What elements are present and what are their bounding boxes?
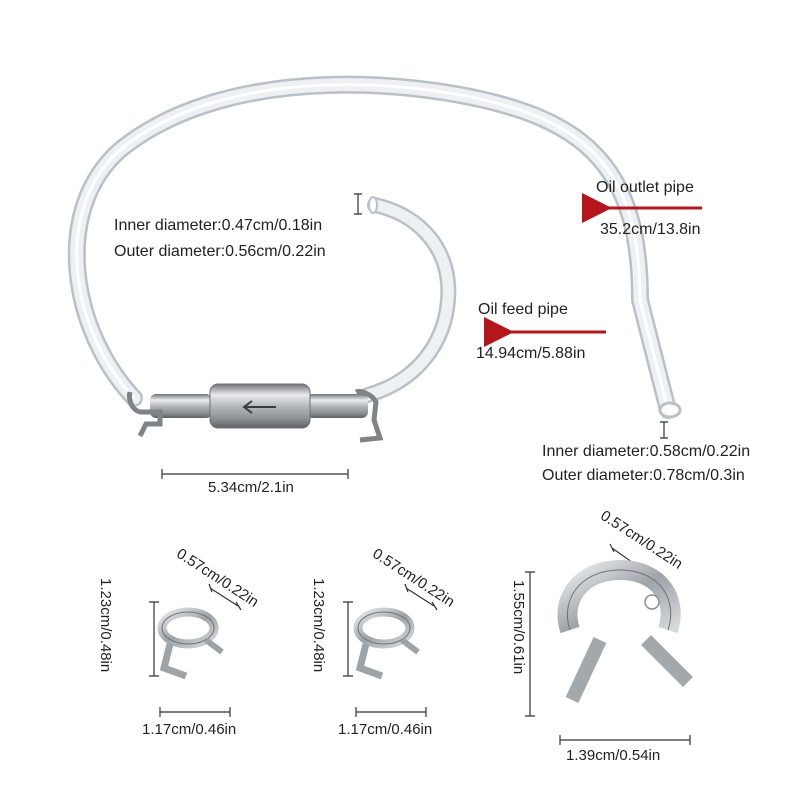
clip3-height: 1.55cm/0.61in — [510, 580, 527, 675]
feed-pipe-length: 14.94cm/5.88in — [476, 345, 586, 362]
tube-opening-outlet — [658, 401, 682, 419]
clip1-length-marker — [159, 707, 231, 717]
outlet-pipe-length: 35.2cm/13.8in — [600, 221, 701, 238]
tube-opening-feed — [368, 196, 378, 214]
filter-length: 5.34cm/2.1in — [208, 479, 294, 496]
clip1-length: 1.17cm/0.46in — [142, 721, 237, 738]
clip1-width-marker — [208, 583, 242, 611]
fuel-filter — [127, 383, 384, 443]
hose-clamp-right — [354, 389, 384, 443]
feed-outer-diameter: Outer diameter:0.56cm/0.22in — [114, 243, 326, 260]
clip2-height: 1.23cm/0.48in — [310, 578, 327, 673]
outlet-pipe-title: Oil outlet pipe — [596, 179, 694, 196]
feed-diameter-marker — [354, 193, 362, 215]
filter-length-marker — [161, 469, 349, 479]
outlet-inner-diameter: Inner diameter:0.58cm/0.22in — [542, 443, 751, 460]
outlet-diameter-marker — [660, 421, 668, 439]
clip2-length-marker — [355, 707, 427, 717]
clip1-height: 1.23cm/0.48in — [97, 578, 114, 673]
clip2-length: 1.17cm/0.46in — [338, 721, 433, 738]
feed-pipe-title: Oil feed pipe — [478, 301, 568, 318]
hose-clamp-left — [127, 391, 163, 438]
dimension-lines — [149, 193, 691, 745]
clip3-length: 1.39cm/0.54in — [566, 747, 661, 764]
fuel-tube — [67, 75, 682, 419]
clip1-height-marker — [149, 601, 159, 677]
flow-direction-icon — [242, 400, 276, 414]
spring-clip-small-2 — [353, 607, 420, 680]
clip2-width-marker — [404, 583, 438, 611]
clip3-height-marker — [525, 571, 535, 717]
feed-inner-diameter: Inner diameter:0.47cm/0.18in — [114, 217, 323, 234]
clip3-length-marker — [559, 735, 691, 745]
outlet-outer-diameter: Outer diameter:0.78cm/0.3in — [542, 467, 745, 484]
clip2-height-marker — [343, 601, 353, 677]
spring-clip-small-1 — [157, 607, 224, 680]
spring-clip-large — [557, 559, 693, 703]
